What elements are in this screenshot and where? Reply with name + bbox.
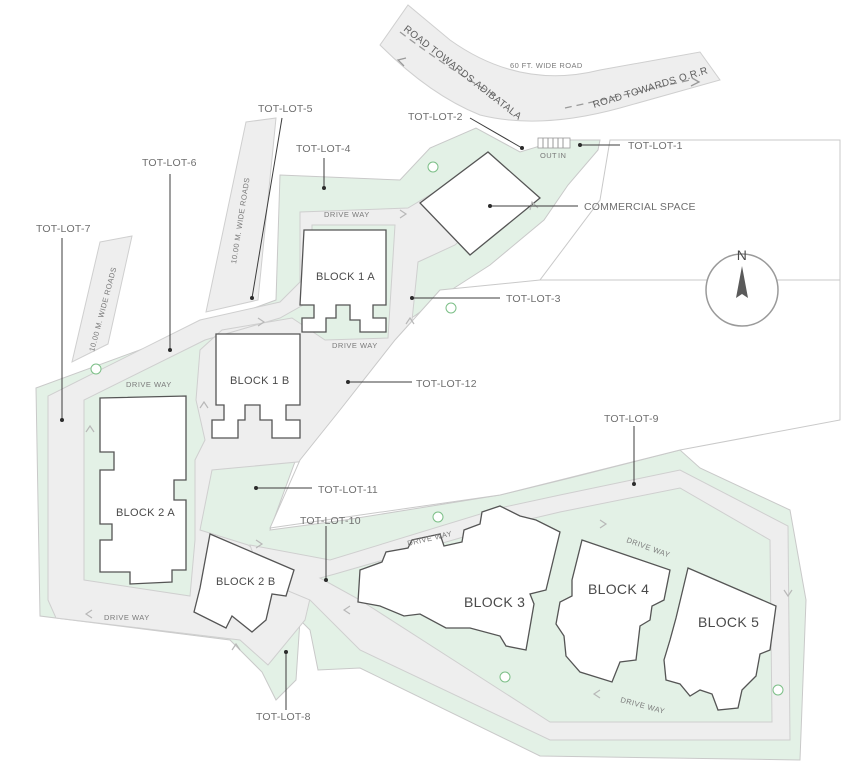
commercial-space-label: COMMERCIAL SPACE <box>584 201 696 213</box>
tot-lot-8-label: TOT-LOT-8 <box>256 711 311 723</box>
tot-lot-11-label: TOT-LOT-11 <box>318 484 378 496</box>
side-road-2 <box>71 235 133 363</box>
gate-out-label: OUT <box>540 151 557 160</box>
block-4-footprint <box>555 539 671 683</box>
tot-lot-7-label: TOT-LOT-7 <box>36 223 91 235</box>
tot-lot-4-label: TOT-LOT-4 <box>296 143 351 155</box>
tot-lot-5-label: TOT-LOT-5 <box>258 103 313 115</box>
block-5-label: BLOCK 5 <box>698 614 759 630</box>
block-5-footprint <box>663 567 777 711</box>
driveway-label: DRIVE WAY <box>324 210 370 219</box>
tot-lot-3-label: TOT-LOT-3 <box>506 293 561 305</box>
block-3-label: BLOCK 3 <box>464 594 525 610</box>
tree-icon <box>445 302 457 314</box>
block-4-label: BLOCK 4 <box>588 581 649 597</box>
leader-lines <box>60 117 636 710</box>
driveway-label: DRIVE WAY <box>126 380 172 389</box>
block-1a-label: BLOCK 1 A <box>316 271 375 283</box>
tree-symbols <box>90 161 784 696</box>
road-60ft-label: 60 FT. WIDE ROAD <box>510 61 583 70</box>
block-1b-label: BLOCK 1 B <box>230 375 290 387</box>
compass: N <box>705 247 779 327</box>
road-dash-left <box>399 31 501 99</box>
tree-icon <box>499 671 511 683</box>
north-arrow-icon <box>736 266 748 298</box>
compass-north-label: N <box>737 247 747 263</box>
block-1a-footprint <box>299 229 387 333</box>
tot-lot-2-label: TOT-LOT-2 <box>408 111 463 123</box>
block-2b-footprint <box>193 533 295 633</box>
road-arrow-right <box>690 77 701 87</box>
north-open-area <box>539 139 841 281</box>
side-road-1 <box>205 117 277 313</box>
block-3-footprint <box>357 505 561 651</box>
tot-lot-10-label: TOT-LOT-10 <box>300 515 361 527</box>
block-2a-footprint <box>99 395 187 585</box>
tree-icon <box>432 511 444 523</box>
tree-icon <box>90 363 102 375</box>
block-2b-label: BLOCK 2 B <box>216 576 276 588</box>
driveway-label: DRIVE WAY <box>332 341 378 350</box>
block-1b-footprint <box>211 333 301 439</box>
tree-icon <box>772 684 784 696</box>
commercial-building <box>419 151 542 256</box>
gate-in-label: IN <box>558 151 566 160</box>
road-dash-right <box>564 79 691 109</box>
block-2a-label: BLOCK 2 A <box>116 507 175 519</box>
tot-lot-1-label: TOT-LOT-1 <box>628 140 683 152</box>
tot-lot-6-label: TOT-LOT-6 <box>142 157 197 169</box>
tot-lot-9-label: TOT-LOT-9 <box>604 413 659 425</box>
tot-lot-12-label: TOT-LOT-12 <box>416 378 477 390</box>
entry-gate <box>537 137 571 149</box>
tree-icon <box>427 161 439 173</box>
road-arrow-left <box>396 57 407 67</box>
driveway-label: DRIVE WAY <box>104 613 150 622</box>
